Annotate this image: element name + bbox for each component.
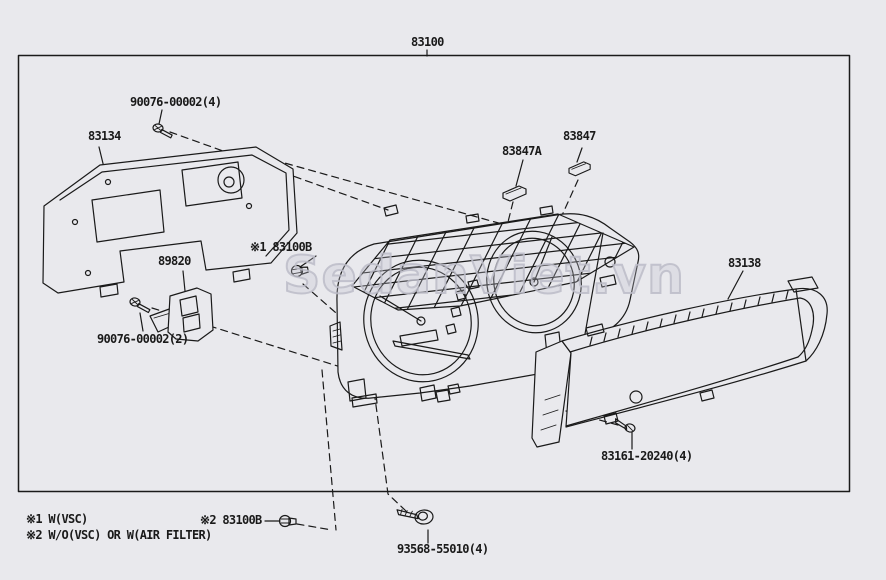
bulb-83100b-1-icon: [290, 264, 309, 278]
diagram-frame: [17, 54, 851, 493]
screw-90076-top-icon: [152, 123, 173, 139]
part-number-83138: 83138: [728, 256, 761, 270]
meter-cluster-drawing: [329, 204, 640, 408]
bolt-93568-icon: [396, 508, 434, 525]
part-number-83161-20240-4: 83161-20240(4): [601, 449, 693, 463]
legend-note-2: ※2 W/O(VSC) OR W(AIR FILTER): [26, 528, 212, 542]
part-number-83847: 83847: [563, 129, 596, 143]
part-number-83134: 83134: [88, 129, 121, 143]
clip-83847a-icon: [502, 185, 527, 202]
part-number-90076-00002-2: 90076-00002(2): [97, 332, 189, 346]
part-number-83100b-note1: ※1 83100B: [250, 240, 312, 254]
clip-83847-icon: [568, 161, 591, 177]
screw-90076-side-icon: [129, 297, 151, 314]
part-number-83847a: 83847A: [502, 144, 542, 158]
part-number-83100b-note2: ※2 83100B: [200, 513, 262, 527]
part-number-90076-00002-4: 90076-00002(4): [130, 95, 222, 109]
sensor-89820-drawing: [149, 287, 214, 342]
back-case-83134-drawing: [42, 146, 298, 298]
part-number-89820: 89820: [158, 254, 191, 268]
part-number-83100: 83100: [411, 35, 444, 49]
part-number-93568-55010-4: 93568-55010(4): [397, 542, 489, 556]
screw-83161-icon: [614, 418, 636, 433]
front-lens-83138-drawing: [531, 276, 828, 448]
legend-note-1: ※1 W(VSC): [26, 512, 88, 526]
bulb-83100b-2-icon: [278, 514, 297, 528]
